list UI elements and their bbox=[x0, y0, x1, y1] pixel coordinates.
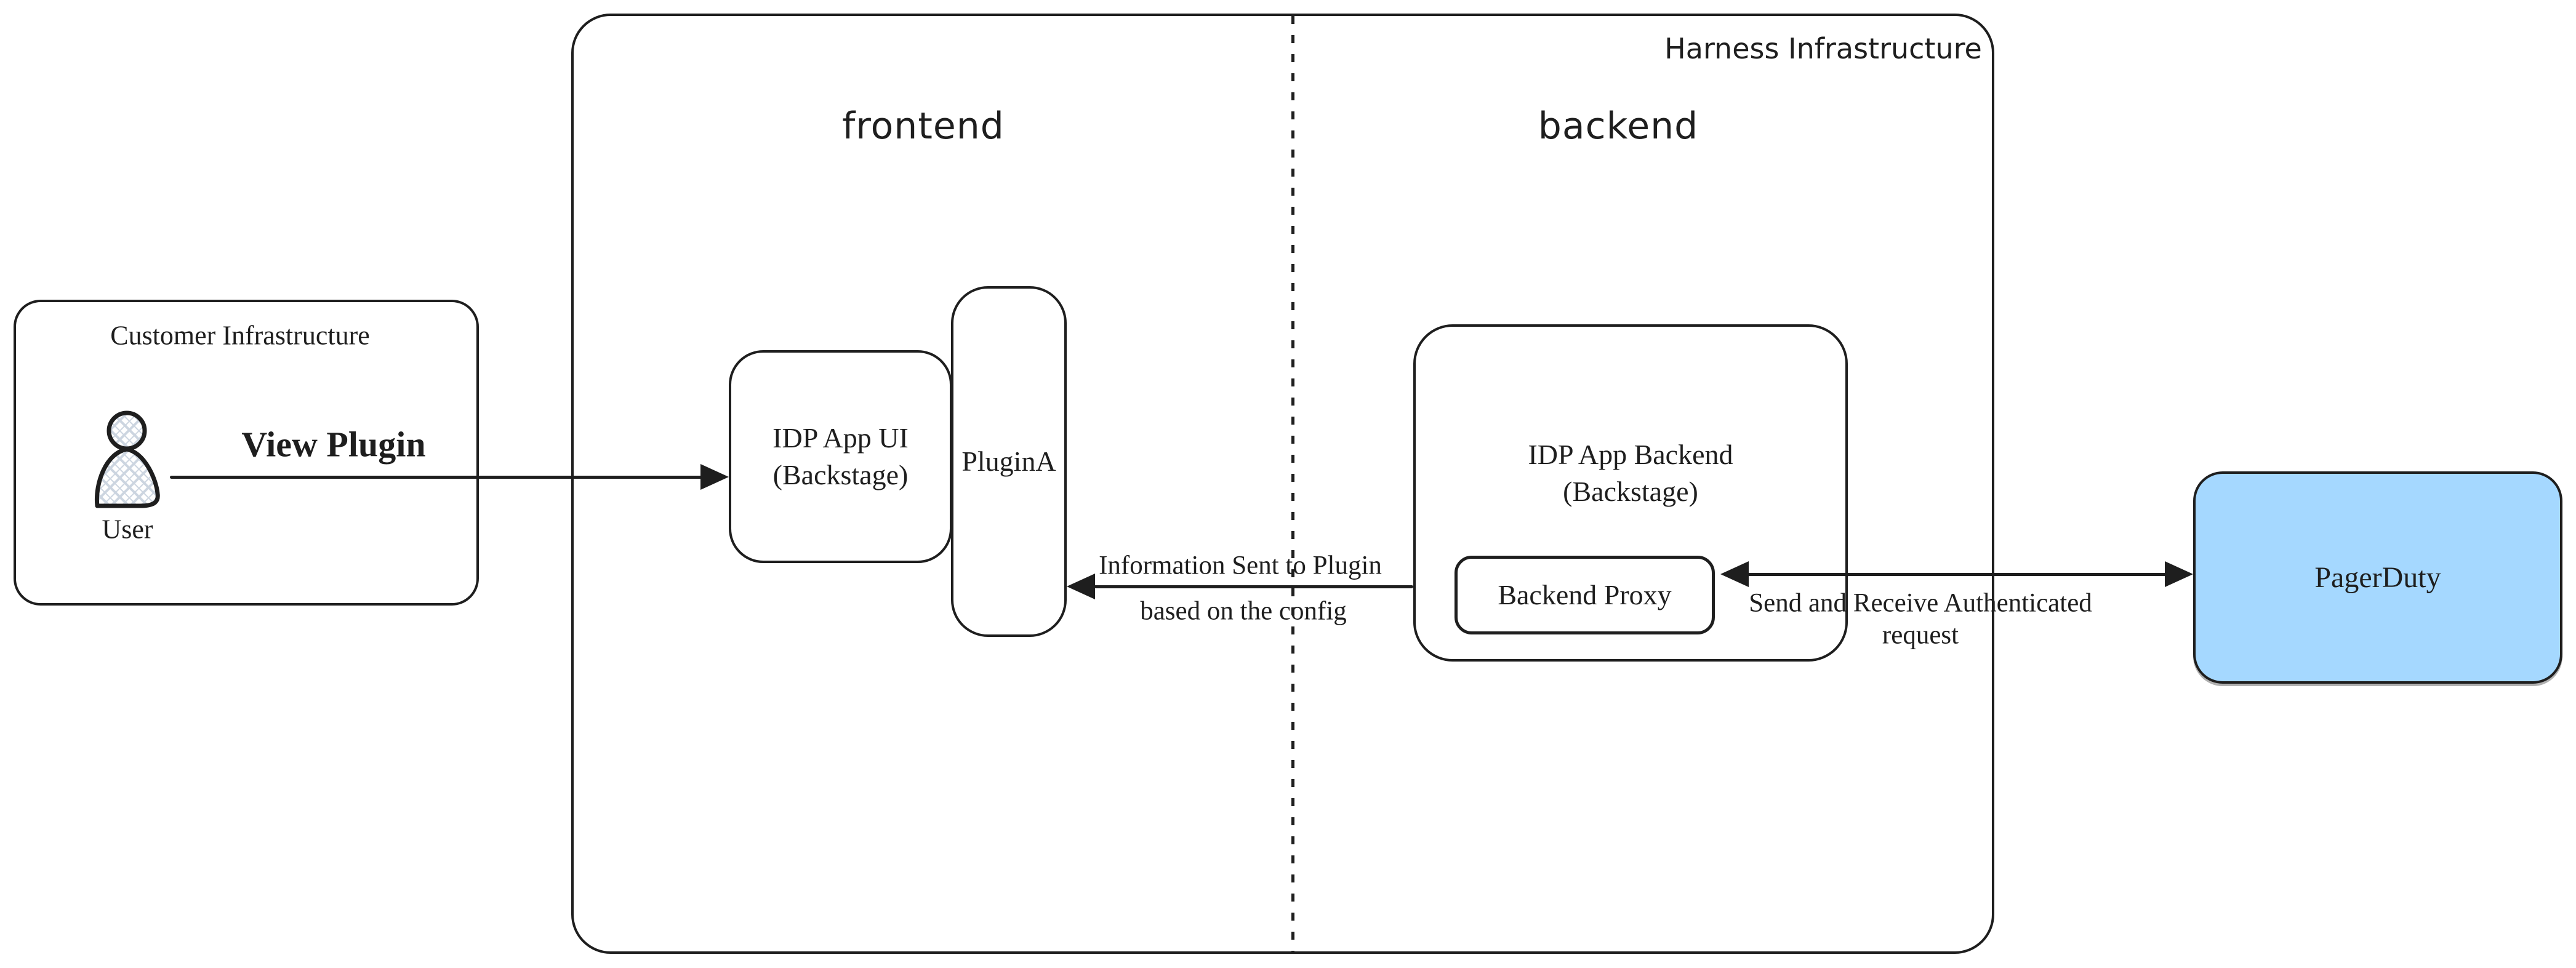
harness-infrastructure-label: Harness Infrastructure bbox=[1664, 32, 1982, 65]
frontend-backend-divider bbox=[1291, 16, 1294, 953]
harness-infrastructure-container bbox=[571, 14, 1994, 954]
backend-zone-label: backend bbox=[1538, 105, 1699, 148]
user-node-label: User bbox=[102, 514, 153, 545]
pagerduty-label: PagerDuty bbox=[2314, 561, 2441, 594]
view-plugin-arrow-line bbox=[170, 476, 704, 479]
view-plugin-edge-label: View Plugin bbox=[241, 424, 426, 465]
plugin-a-node: PluginA bbox=[951, 286, 1067, 637]
idp-app-ui-label-line1: IDP App UI bbox=[772, 422, 909, 454]
idp-app-backend-label-line1: IDP App Backend bbox=[1528, 439, 1733, 470]
customer-infrastructure-label: Customer Infrastructure bbox=[110, 320, 370, 351]
auth-request-edge-label-line2: request bbox=[1882, 620, 1959, 650]
auth-request-left-arrowhead-icon bbox=[1720, 561, 1749, 587]
info-to-plugin-edge-label-line2: based on the config bbox=[1140, 596, 1347, 626]
idp-app-ui-label-line2: (Backstage) bbox=[772, 459, 909, 490]
pagerduty-node: PagerDuty bbox=[2193, 471, 2562, 684]
customer-infrastructure-container bbox=[14, 300, 479, 606]
user-icon bbox=[94, 410, 160, 508]
backend-proxy-node: Backend Proxy bbox=[1455, 556, 1715, 634]
backend-proxy-label: Backend Proxy bbox=[1498, 579, 1672, 611]
auth-request-right-arrowhead-icon bbox=[2165, 561, 2193, 587]
frontend-zone-label: frontend bbox=[842, 105, 1005, 148]
info-to-plugin-arrow-line bbox=[1091, 585, 1413, 588]
idp-app-backend-label-line2: (Backstage) bbox=[1563, 475, 1698, 507]
plugin-a-label: PluginA bbox=[961, 446, 1056, 478]
auth-request-arrow-line bbox=[1747, 573, 2167, 576]
info-to-plugin-arrowhead-icon bbox=[1067, 574, 1095, 599]
view-plugin-arrowhead-icon bbox=[700, 464, 729, 490]
idp-app-ui-node: IDP App UI (Backstage) bbox=[729, 350, 952, 563]
info-to-plugin-edge-label-line1: Information Sent to Plugin bbox=[1099, 551, 1382, 580]
auth-request-edge-label-line1: Send and Receive Authenticated bbox=[1749, 588, 2092, 618]
